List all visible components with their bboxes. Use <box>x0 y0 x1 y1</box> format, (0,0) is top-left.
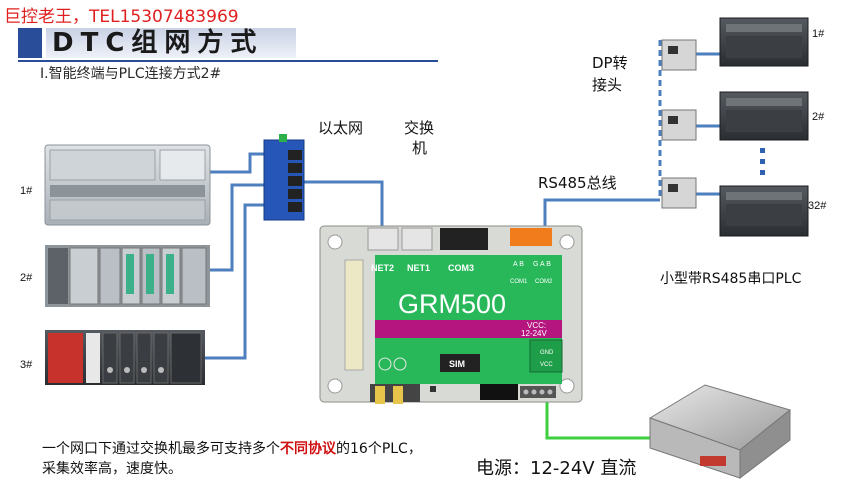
grm-com1-label: COM1 <box>510 279 528 285</box>
page-title: DTC组网方式 <box>52 28 264 58</box>
cable-switch-grm <box>300 180 384 232</box>
dp-connector-1 <box>661 39 697 71</box>
small-plc-label: 小型带RS485串口PLC <box>660 271 802 287</box>
cable-plc3-switch <box>205 203 268 360</box>
grm-com2-label: COM2 <box>535 279 553 285</box>
cable-grm-rs485 <box>543 198 660 232</box>
power-supply <box>648 384 792 480</box>
caption-highlight: 不同协议 <box>280 441 336 457</box>
title-marker <box>18 28 42 58</box>
plc-left-3 <box>45 330 205 385</box>
caption-part1: 一个网口下通过交换机最多可支持多个 <box>42 441 280 457</box>
dp-connector-2 <box>661 109 697 141</box>
power-cable <box>545 395 660 440</box>
dp-connector-3 <box>661 177 697 209</box>
ethernet-switch <box>263 134 305 221</box>
grm-net2-label: NET2 <box>371 263 394 273</box>
grm-vcc-label: VCC: <box>527 321 546 330</box>
title-rule <box>18 60 438 62</box>
plc-left-2-label: 2# <box>20 272 33 284</box>
title-bar <box>46 28 296 58</box>
caption-part2: 的16个PLC，采集效率高，速度快。 <box>42 441 422 477</box>
grm-ab-1: A B <box>513 261 524 268</box>
caption: 一个网口下通过交换机最多可支持多个不同协议的16个PLC，采集效率高，速度快。 <box>42 439 422 479</box>
dp-label-line2: 接头 <box>592 76 623 94</box>
grm500-module <box>319 225 583 404</box>
dp-label-line1: DP转 <box>592 54 628 72</box>
contact-info: 巨控老王，TEL15307483969 <box>4 7 239 27</box>
grm-net1-label: NET1 <box>407 263 430 273</box>
cable-plc1-switch <box>205 152 268 174</box>
grm-model-name: GRM500 <box>398 289 506 319</box>
grm-sim-label: SIM <box>449 359 465 369</box>
switch-label-line2: 机 <box>412 139 428 157</box>
ellipsis-dots <box>760 148 765 175</box>
plc-right-2 <box>719 91 809 141</box>
plc-left-1 <box>44 144 211 226</box>
grm-com3-label: COM3 <box>448 263 474 273</box>
cable-plc2-switch <box>205 183 268 272</box>
rs485-cables <box>543 40 728 232</box>
grm-ab-2: G A B <box>533 261 551 268</box>
plc-left-2 <box>45 245 210 307</box>
power-label: 电源：12-24V 直流 <box>476 458 637 479</box>
ethernet-cables <box>205 152 384 360</box>
plc-right-2-label: 2# <box>812 111 825 123</box>
plc-left-3-label: 3# <box>20 359 33 371</box>
switch-label-line1: 交换 <box>404 119 435 137</box>
grm-voltage-label: 12-24V <box>521 329 547 338</box>
ethernet-label: 以太网 <box>318 119 364 137</box>
dp-connectors <box>661 39 697 209</box>
plc-right-32 <box>719 185 809 237</box>
plc-right-32-label: 32# <box>808 200 827 212</box>
grm-gnd-label: GND <box>540 350 554 356</box>
grm-vcc-side-label: VCC <box>540 362 553 368</box>
plc-left-1-label: 1# <box>20 185 33 197</box>
rs485-bus-label: RS485总线 <box>538 174 617 192</box>
plc-right-1-label: 1# <box>812 28 825 40</box>
plc-right-1 <box>719 17 809 67</box>
page-subtitle: Ⅰ.智能终端与PLC连接方式2# <box>40 66 222 82</box>
